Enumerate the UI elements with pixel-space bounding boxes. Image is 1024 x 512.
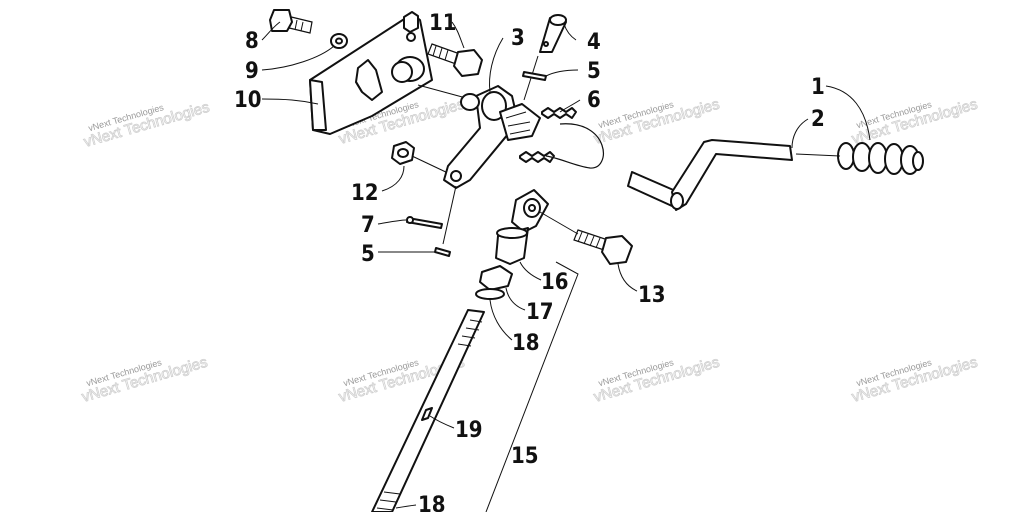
part-8-bolt <box>269 9 313 34</box>
part-16-rod-end <box>495 189 549 265</box>
part-9-washer <box>330 33 348 49</box>
part-4-pin <box>539 14 567 53</box>
callout-5-lower: 5 <box>361 242 375 267</box>
callout-18-upper: 18 <box>512 331 540 356</box>
callout-5-upper: 5 <box>587 59 601 84</box>
part-11-bolt <box>427 43 483 77</box>
callout-18-lower: 18 <box>418 493 446 512</box>
part-7-cotter-pin <box>406 216 443 229</box>
callout-7: 7 <box>361 213 375 238</box>
callout-15: 15 <box>511 444 539 469</box>
part-1-grip <box>795 142 924 175</box>
callout-11: 11 <box>429 11 457 36</box>
part-3-lever <box>443 85 541 189</box>
callout-9: 9 <box>245 59 259 84</box>
part-12-nut <box>391 141 415 165</box>
callout-2: 2 <box>811 107 825 132</box>
part-15-assembly-bracket <box>485 261 579 512</box>
part-2-shift-lever <box>627 139 793 211</box>
callout-16: 16 <box>541 270 569 295</box>
part-5-cotter-lower <box>434 247 451 257</box>
parts <box>269 9 924 512</box>
part-19-rod <box>371 309 485 512</box>
part-5-cotter-upper <box>522 71 547 81</box>
callout-17: 17 <box>526 300 554 325</box>
callout-12: 12 <box>351 181 379 206</box>
axis-line <box>411 155 451 175</box>
part-10-bracket <box>309 11 433 135</box>
leader-lines <box>261 21 871 509</box>
part-13-bolt <box>573 229 633 265</box>
callout-6: 6 <box>587 88 601 113</box>
axis-line <box>539 211 579 235</box>
part-18-washer-upper <box>475 288 505 300</box>
callout-labels: 8 9 10 11 3 4 5 6 1 2 12 7 5 13 16 17 18… <box>234 11 825 512</box>
axis-line <box>417 84 467 99</box>
axis-line <box>442 185 457 245</box>
callout-3: 3 <box>511 26 525 51</box>
part-6-springs <box>519 107 604 169</box>
bracket-bushing <box>391 56 425 83</box>
callout-10: 10 <box>234 88 262 113</box>
part-17-nut <box>479 265 513 291</box>
callout-13: 13 <box>638 283 666 308</box>
callout-8: 8 <box>245 29 259 54</box>
callout-4: 4 <box>587 30 601 55</box>
callout-19: 19 <box>455 418 483 443</box>
callout-1: 1 <box>811 75 825 100</box>
